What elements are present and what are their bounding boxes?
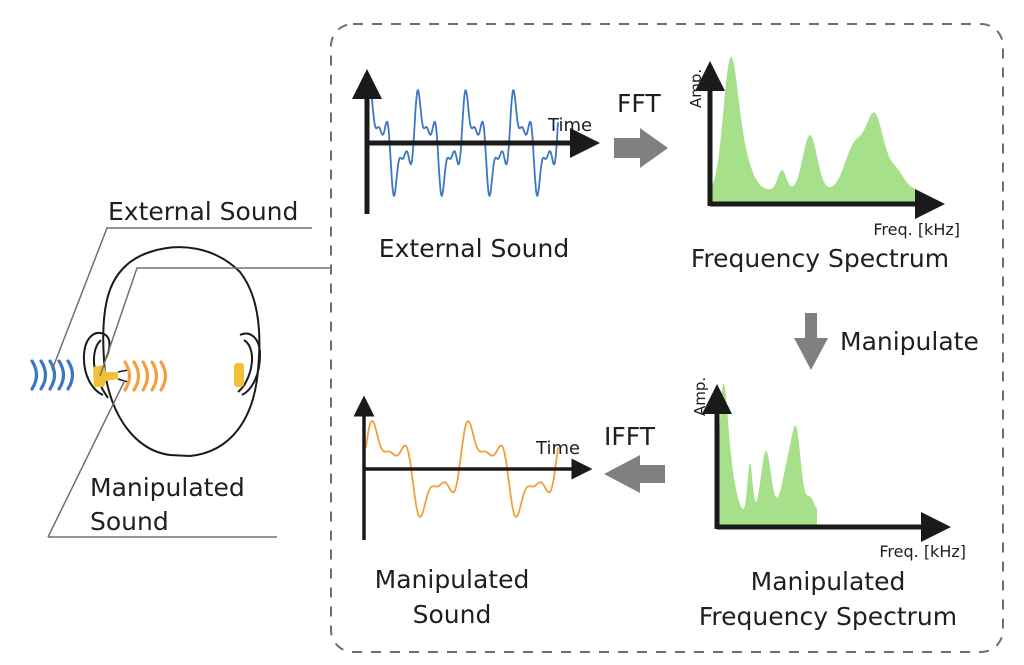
manipulate-step: Manipulate <box>794 313 979 370</box>
sound-arc <box>30 359 39 391</box>
frequency-spectrum-caption: Frequency Spectrum <box>691 244 949 273</box>
sound-arc <box>141 360 150 392</box>
manipulated-sound-caption-line1: Manipulated <box>375 565 530 594</box>
left-earpiece <box>93 365 118 387</box>
manipulated-sound-label-line1: Manipulated <box>90 473 245 502</box>
frequency-axis-label: Freq. [kHz] <box>879 542 966 561</box>
left-ear <box>82 332 111 399</box>
sound-arc <box>150 360 159 392</box>
manipulated-sound-caption-line2: Sound <box>413 600 492 629</box>
amplitude-axis-label: Amp. <box>687 69 705 108</box>
time-axis-label: Time <box>535 438 580 459</box>
ifft-label: IFFT <box>604 422 656 451</box>
spectrum-area <box>712 56 915 202</box>
manipulated-spectrum-caption-line2: Frequency Spectrum <box>699 602 957 631</box>
sound-arc <box>66 359 75 391</box>
fft-label: FFT <box>617 89 661 118</box>
time-axis-label: Time <box>547 115 592 136</box>
sound-arc <box>57 359 66 391</box>
external-sound-waveform <box>366 89 559 197</box>
fft-step: FFT <box>614 89 668 168</box>
left-arrow-icon <box>604 455 665 493</box>
earpiece-to-box-leader-line <box>99 267 331 377</box>
down-arrow-icon <box>794 313 828 370</box>
manipulated-sound-label-line2: Sound <box>90 507 169 536</box>
sound-arc <box>132 360 141 392</box>
sound-arc <box>159 360 168 392</box>
external-sound-plot: Time External Sound <box>352 69 600 263</box>
frequency-axis-label: Freq. [kHz] <box>873 220 960 239</box>
amplitude-axis-label: Amp. <box>691 377 709 416</box>
ifft-step: IFFT <box>604 422 665 493</box>
external-sound-waves-icon <box>30 359 75 391</box>
right-ear <box>237 332 262 396</box>
sound-arc <box>48 359 57 391</box>
external-sound-caption: External Sound <box>379 234 569 263</box>
processing-box <box>330 23 1004 653</box>
manipulated-sound-waveform <box>365 420 559 518</box>
sound-arc <box>123 360 132 392</box>
manipulated-sound-leader-line <box>47 379 126 538</box>
right-arrow-icon <box>614 128 668 168</box>
manipulate-label: Manipulate <box>840 327 979 356</box>
sound-arc <box>39 359 48 391</box>
right-earpiece <box>234 363 244 387</box>
manipulated-sound-waves-icon <box>123 360 168 392</box>
manipulated-spectrum-area <box>719 383 817 525</box>
head-illustration <box>30 246 262 458</box>
head-outline <box>102 246 261 458</box>
frequency-spectrum-plot: Amp. Freq. [kHz] Frequency Spectrum <box>687 56 960 273</box>
external-sound-label: External Sound <box>108 197 298 226</box>
manipulated-spectrum-caption-line1: Manipulated <box>751 567 906 596</box>
manipulated-sound-plot: Time Manipulated Sound <box>353 395 593 629</box>
external-sound-leader-line <box>51 227 312 371</box>
manipulated-spectrum-plot: Amp. Freq. [kHz] Manipulated Frequency S… <box>691 377 966 631</box>
